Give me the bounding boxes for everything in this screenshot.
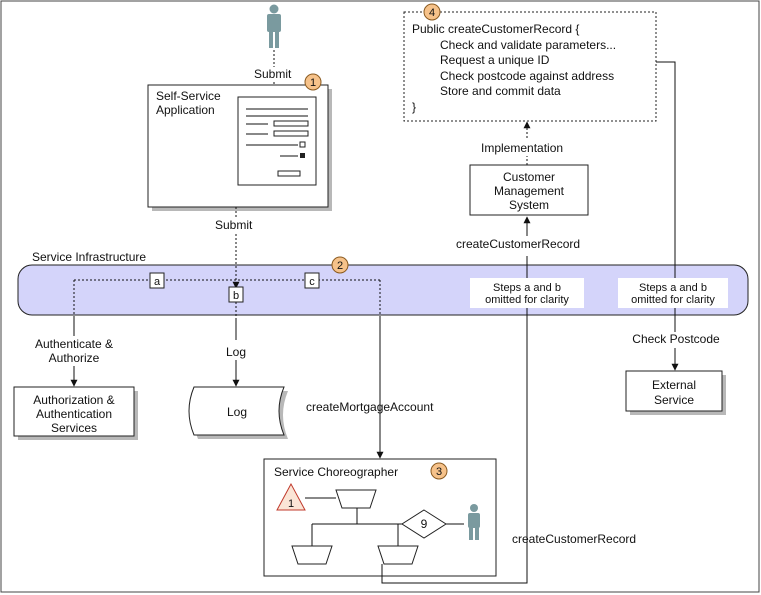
- warning-triangle-icon: 1: [276, 482, 306, 511]
- check-postcode-label: Check Postcode: [632, 332, 720, 346]
- log-label: Log: [226, 345, 246, 359]
- code-line-1: Public createCustomerRecord {: [412, 22, 579, 36]
- code-line-4: Check postcode against address: [440, 69, 614, 83]
- choreographer-to-infra-line: [381, 318, 528, 584]
- steps-note-2-line-2: omitted for clarity: [631, 294, 715, 306]
- badge-4: 4: [423, 3, 441, 21]
- tag-b-text: b: [233, 290, 239, 302]
- authorization-services-box: [13, 386, 135, 437]
- tag-a: a: [149, 272, 165, 289]
- tag-b: b: [228, 286, 244, 303]
- cms-line-2: Management: [494, 184, 565, 198]
- code-line-6: }: [412, 100, 416, 114]
- external-service-box: [625, 370, 723, 412]
- log-storage-shape: [188, 386, 285, 436]
- person-icon: [468, 504, 480, 540]
- create-customer-bottom-label: createCustomerRecord: [512, 532, 636, 546]
- code-to-infra-line: [656, 61, 676, 278]
- badge-1: 1: [304, 73, 322, 91]
- auth-box-line-1: Authorization &: [33, 393, 114, 407]
- create-mortgage-label: createMortgageAccount: [306, 400, 434, 414]
- badge-3: 3: [430, 462, 448, 480]
- tag-c-text: c: [309, 276, 315, 288]
- service-choreographer-label: Service Choreographer: [274, 465, 398, 479]
- code-line-5: Store and commit data: [440, 84, 561, 98]
- diamond-number: 9: [421, 517, 428, 531]
- steps-note-1-line-2: omitted for clarity: [485, 294, 569, 306]
- person-icon: [267, 4, 281, 48]
- cms-line-1: Customer: [503, 170, 555, 184]
- code-box: [403, 11, 657, 122]
- tag-c: c: [304, 272, 320, 289]
- self-service-label-2: Application: [156, 103, 215, 117]
- steps-note-2-line-1: Steps a and b: [639, 282, 707, 294]
- implementation-label: Implementation: [481, 141, 563, 155]
- auth-box-line-2: Authentication: [36, 407, 112, 421]
- triangle-number: 1: [288, 498, 294, 510]
- external-line-1: External: [652, 378, 696, 392]
- badge-2-number: 2: [337, 260, 343, 272]
- tag-a-text: a: [154, 276, 161, 288]
- steps-note-1-line-1: Steps a and b: [493, 282, 561, 294]
- submit-top-label: Submit: [254, 67, 292, 81]
- decision-diamond-icon: 9: [401, 509, 447, 539]
- log-box-label: Log: [227, 405, 247, 419]
- external-line-2: Service: [654, 393, 694, 407]
- code-line-2: Check and validate parameters...: [440, 38, 616, 52]
- form-icon: [237, 96, 317, 186]
- process-step-left: [291, 545, 333, 565]
- create-customer-top-label: createCustomerRecord: [456, 237, 580, 251]
- badge-1-number: 1: [310, 77, 316, 89]
- code-line-3: Request a unique ID: [440, 53, 550, 67]
- customer-management-system-box: [469, 164, 589, 216]
- auth-label-2: Authorize: [49, 351, 100, 365]
- auth-box-line-3: Services: [51, 421, 97, 435]
- process-step-right: [377, 545, 419, 565]
- process-step-top: [335, 489, 377, 509]
- badge-4-number: 4: [429, 7, 435, 19]
- submit-mid-label: Submit: [215, 218, 253, 232]
- self-service-label-1: Self-Service: [156, 89, 221, 103]
- badge-3-number: 3: [436, 466, 442, 478]
- service-infrastructure-label: Service Infrastructure: [32, 250, 146, 264]
- badge-2: 2: [331, 256, 349, 274]
- cms-line-3: System: [509, 198, 549, 212]
- auth-label-1: Authenticate &: [35, 337, 113, 351]
